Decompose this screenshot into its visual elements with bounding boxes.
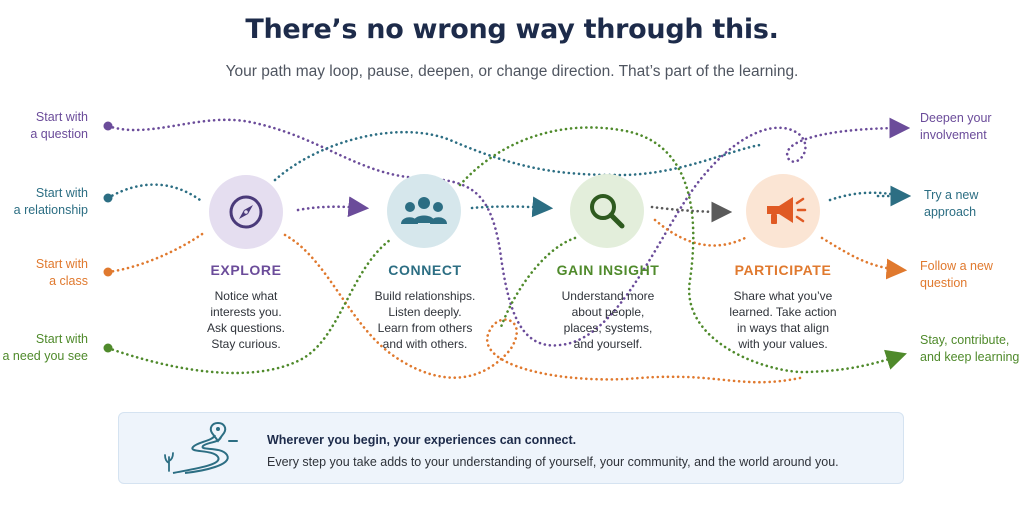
path-teal-cross — [273, 130, 762, 182]
participate-circle — [746, 174, 820, 248]
magnifier-icon — [590, 194, 625, 229]
start-dot-question — [103, 121, 113, 131]
banner-heading: Wherever you begin, your experiences can… — [267, 433, 577, 447]
banner-body: Every step you take adds to your underst… — [267, 455, 839, 469]
winding-road-icon — [164, 421, 238, 474]
page-subtitle: Your path may loop, pause, deepen, or ch… — [225, 63, 799, 80]
megaphone-icon — [767, 197, 807, 224]
path-green-cross — [458, 126, 907, 374]
page-title: There’s no wrong way through this. — [245, 14, 779, 45]
start-dot-class — [103, 267, 113, 277]
stage-title-explore: EXPLORE — [210, 262, 282, 278]
stage-title-connect: CONNECT — [388, 262, 462, 278]
path-orange-cross — [283, 233, 802, 384]
path-orange-end — [820, 236, 908, 280]
start-dot-relationship — [103, 193, 113, 203]
path-green-insight — [498, 236, 577, 332]
stage-desc-explore: Notice what interests you. Ask questions… — [206, 289, 286, 351]
end-label-stay: Stay, contribute,and keep learning — [920, 333, 1020, 364]
arrow-connect-insight — [470, 196, 554, 218]
stage-desc-connect: Build relationships. Listen deeply. Lear… — [374, 289, 476, 351]
path-question — [106, 117, 911, 347]
people-icon — [401, 197, 447, 224]
compass-icon — [229, 195, 263, 229]
path-orange-part — [653, 218, 747, 247]
stage-title-participate: PARTICIPATE — [734, 262, 832, 278]
connect-circle — [387, 174, 461, 248]
path-need — [106, 238, 392, 375]
start-dot-need — [103, 343, 113, 353]
arrow-insight-participate — [650, 201, 733, 223]
arrow-explore-connect — [296, 196, 370, 218]
explore-circle — [209, 175, 283, 249]
path-teal-end — [828, 191, 907, 202]
insight-circle — [570, 174, 644, 248]
stage-desc-insight: Understand more about people, places, sy… — [561, 289, 655, 351]
path-relationship — [106, 183, 202, 202]
stage-title-insight: GAIN INSIGHT — [556, 262, 660, 278]
stage-desc-participate: Share what you’ve learned. Take action i… — [729, 289, 837, 351]
info-banner: Wherever you begin, your experiences can… — [118, 412, 904, 484]
path-class — [106, 230, 207, 274]
